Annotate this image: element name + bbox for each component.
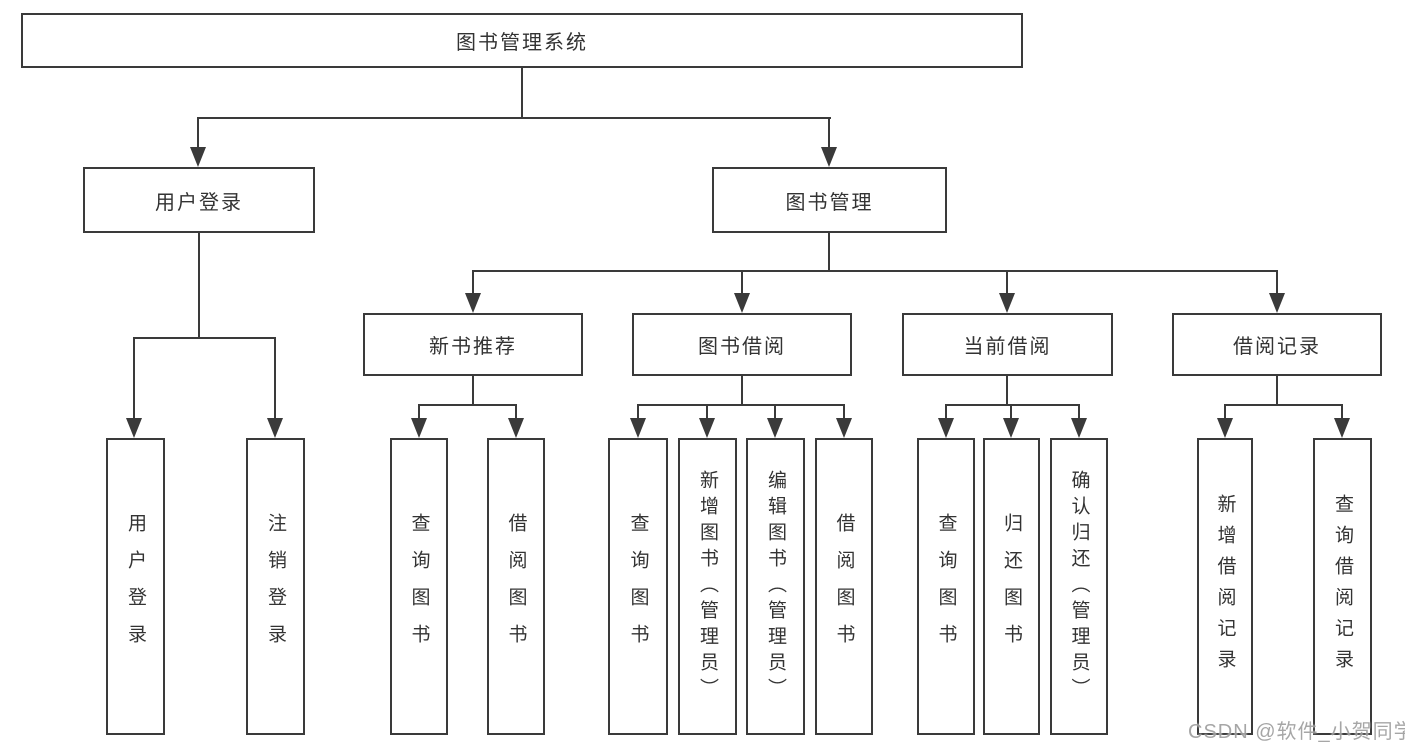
leaf-confirm-return-admin-label: 确认归还（管理员） [1068,469,1090,704]
arrow-down-icon [938,404,954,438]
connector-line [1276,376,1278,406]
node-book-borrow: 图书借阅 [632,313,852,376]
connector-line [945,404,1079,406]
connector-line [828,233,830,272]
connector-line [198,117,831,119]
leaf-user-login: 用户登录 [106,438,165,735]
leaf-add-books-admin: 新增图书（管理员） [678,438,737,735]
arrow-down-icon [630,404,646,438]
leaf-borrow-books-recommend-label: 借阅图书 [505,512,527,661]
arrow-down-icon [267,337,283,438]
leaf-query-books-borrow-label: 查询图书 [627,512,649,661]
connector-line [472,270,1278,272]
leaf-return-books: 归还图书 [983,438,1040,735]
leaf-return-books-label: 归还图书 [1001,512,1022,661]
node-book-borrow-label: 图书借阅 [698,336,786,358]
arrow-down-icon [1003,404,1019,438]
leaf-edit-books-admin-label: 编辑图书（管理员） [765,469,786,704]
connector-line [1224,404,1342,406]
connector-line [637,404,844,406]
arrow-down-icon [465,270,481,313]
arrow-down-icon [999,270,1015,313]
leaf-logout-label: 注销登录 [265,512,286,661]
csdn-watermark: CSDN @软件_小贺同学 [1188,721,1405,743]
leaf-user-login-label: 用户登录 [125,512,146,661]
arrow-down-icon [734,270,750,313]
node-book-mgmt-label: 图书管理 [785,191,874,214]
arrow-down-icon [1071,404,1087,438]
leaf-query-books-recommend-label: 查询图书 [408,512,430,661]
leaf-add-borrow-record-label: 新增借阅记录 [1214,493,1236,680]
leaf-query-books-recommend: 查询图书 [390,438,448,735]
leaf-query-books-borrow: 查询图书 [608,438,668,735]
connector-line [418,404,516,406]
leaf-borrow-books-label: 借阅图书 [833,512,855,661]
connector-line [741,376,743,406]
arrow-down-icon [1334,404,1350,438]
leaf-borrow-books: 借阅图书 [815,438,873,735]
arrow-down-icon [699,404,715,438]
arrow-down-icon [411,404,427,438]
leaf-edit-books-admin: 编辑图书（管理员） [746,438,805,735]
leaf-query-books-current-label: 查询图书 [935,512,957,661]
arrow-down-icon [836,404,852,438]
leaf-query-books-current: 查询图书 [917,438,975,735]
connector-line [472,376,474,406]
arrow-down-icon [190,117,206,167]
node-user-login-label: 用户登录 [155,191,243,214]
node-root-label: 图书管理系统 [456,32,588,54]
node-root-system: 图书管理系统 [21,13,1023,68]
arrow-down-icon [767,404,783,438]
leaf-add-borrow-record: 新增借阅记录 [1197,438,1253,735]
connector-line [134,337,276,339]
node-current-borrow-label: 当前借阅 [963,336,1052,358]
leaf-query-borrow-record: 查询借阅记录 [1313,438,1372,735]
node-new-book-recommend: 新书推荐 [363,313,583,376]
node-current-borrow: 当前借阅 [902,313,1113,376]
connector-line [198,233,200,339]
leaf-borrow-books-recommend: 借阅图书 [487,438,545,735]
node-borrow-record-label: 借阅记录 [1233,336,1321,358]
leaf-confirm-return-admin: 确认归还（管理员） [1050,438,1108,735]
connector-line [521,68,523,119]
arrow-down-icon [126,337,142,438]
arrow-down-icon [1269,270,1285,313]
node-book-mgmt: 图书管理 [712,167,947,233]
arrow-down-icon [508,404,524,438]
node-borrow-record: 借阅记录 [1172,313,1382,376]
node-new-book-recommend-label: 新书推荐 [429,336,517,358]
arrow-down-icon [1217,404,1233,438]
node-user-login: 用户登录 [83,167,315,233]
leaf-query-borrow-record-label: 查询借阅记录 [1332,493,1353,680]
leaf-logout: 注销登录 [246,438,305,735]
connector-line [1006,376,1008,406]
arrow-down-icon [821,117,837,167]
leaf-add-books-admin-label: 新增图书（管理员） [697,469,718,704]
